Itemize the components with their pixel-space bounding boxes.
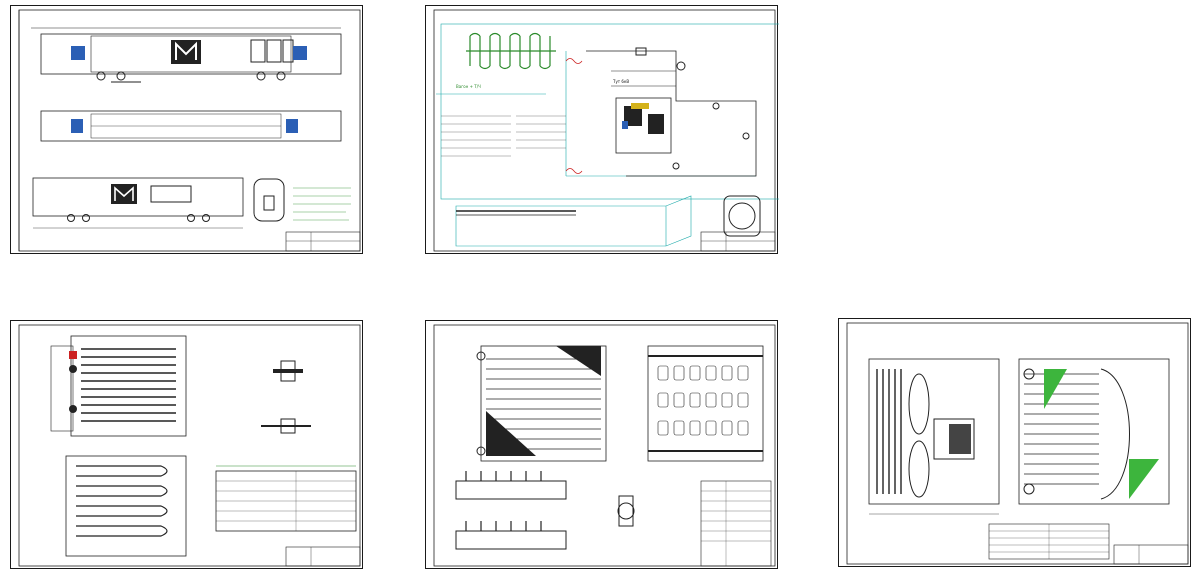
drawing-sheet-schematic: Вагон + Т/Ч Тут 6кВ [425, 5, 779, 254]
label-water: Вагон + Т/Ч [456, 84, 481, 89]
fan-drawing [846, 322, 1189, 565]
drawing-sheet-heater [10, 320, 363, 569]
drawing-sheet-coil [425, 320, 778, 569]
drawing-sheet-rail-car [10, 5, 363, 254]
drawing-sheet-fan [838, 318, 1191, 567]
label-left: Тут 6кВ [612, 79, 629, 84]
rail-car-drawing [18, 9, 361, 252]
heater-drawing [18, 324, 361, 567]
schematic-drawing: Вагон + Т/Ч Тут 6кВ [433, 9, 779, 252]
coil-drawing [433, 324, 776, 567]
